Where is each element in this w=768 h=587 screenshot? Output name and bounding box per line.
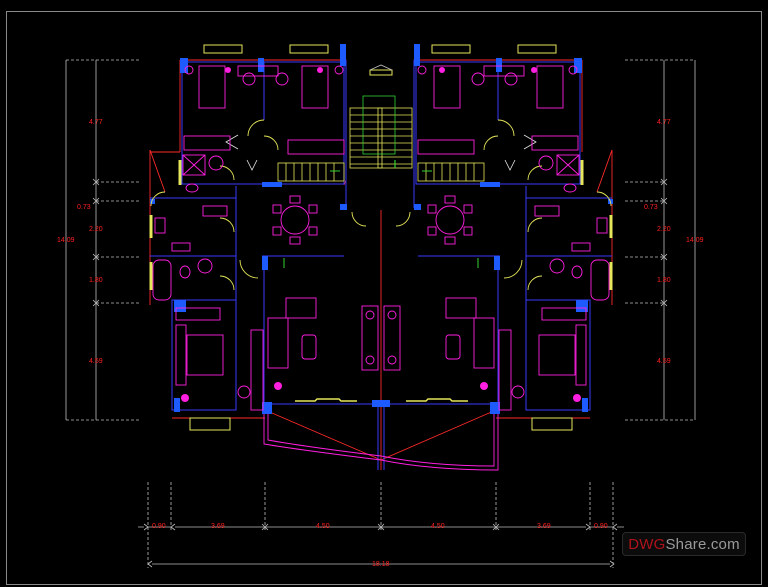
columns <box>150 44 613 414</box>
bottom-dim-4-50-right: 4.50 <box>431 523 445 530</box>
plants <box>181 67 581 402</box>
left-dim-2-20: 2.20 <box>89 226 103 233</box>
bottom-dimension-ticks <box>143 523 618 568</box>
bottom-dim-total: 18.18 <box>372 561 390 568</box>
watermark-dwg: DWG <box>628 535 666 553</box>
drawing-frame <box>6 11 762 585</box>
stair-handrail <box>362 95 396 155</box>
right-dimension-ticks <box>660 178 668 307</box>
bottom-dim-3-69-left: 3.69 <box>211 523 225 530</box>
left-dimension-lines <box>65 59 140 421</box>
left-dim-4-59: 4.59 <box>89 358 103 365</box>
windows <box>149 44 613 431</box>
left-dimension-ticks <box>92 178 100 307</box>
left-dim-total: 14.09 <box>57 237 75 244</box>
balcony <box>263 414 499 471</box>
bottom-dim-0-90-left: 0.90 <box>152 523 166 530</box>
right-dim-2-20: 2.20 <box>657 226 671 233</box>
right-dim-0-73: 0.73 <box>644 204 658 211</box>
building-outline <box>149 59 613 470</box>
left-dim-1-80: 1.80 <box>89 277 103 284</box>
unit-stairs <box>277 162 485 182</box>
watermark-share: Share.com <box>665 535 740 553</box>
right-dim-1-80: 1.80 <box>657 277 671 284</box>
right-dim-total: 14.09 <box>686 237 704 244</box>
right-dimension-lines <box>625 59 696 421</box>
central-stair <box>349 107 413 169</box>
bottom-dim-0-90-right: 0.90 <box>594 523 608 530</box>
left-dim-4-77: 4.77 <box>89 119 103 126</box>
furniture <box>152 65 610 411</box>
bottom-dim-4-50-left: 4.50 <box>316 523 330 530</box>
left-dim-0-73: 0.73 <box>77 204 91 211</box>
bottom-dim-3-69-right: 3.69 <box>537 523 551 530</box>
bottom-dimension-lines <box>138 482 624 568</box>
right-dim-4-59: 4.59 <box>657 358 671 365</box>
right-dim-4-77: 4.77 <box>657 119 671 126</box>
